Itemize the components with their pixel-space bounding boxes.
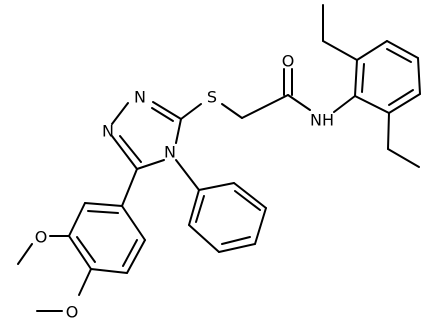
bond-ar3-b: [68, 202, 86, 237]
bond-co-nh: [287, 94, 311, 111]
bond-ar2-c-inner: [386, 48, 412, 63]
atom-n-ring-1: N: [134, 88, 146, 107]
bond-ar2-f: [354, 95, 390, 114]
bond-c5-s: [180, 103, 202, 120]
bond-ph-a: [198, 182, 235, 191]
bond-ethyl1-a: [322, 40, 358, 61]
atom-o-methoxy-2: O: [66, 303, 79, 322]
atom-labels: O NH S N N N O O: [35, 52, 334, 322]
bond-ar3-a-inner: [87, 210, 119, 214]
bond-tz-c5-n1: [152, 101, 182, 120]
bond-ar3-e-inner: [122, 239, 138, 267]
bond-s-ch2: [221, 103, 243, 119]
bond-ph-c: [254, 207, 267, 245]
bond-ome2-o: [78, 268, 92, 296]
atom-n-ring-2: N: [102, 122, 114, 141]
bond-ar3-f: [121, 205, 146, 241]
bond-ar2-b: [356, 40, 388, 61]
bond-tz-n2-c3-inner: [119, 135, 142, 163]
bond-n4-ph: [175, 159, 200, 191]
bond-ar2-e: [388, 93, 421, 114]
atom-o-methoxy-1: O: [35, 228, 48, 247]
atom-n-ring-4: N: [164, 143, 176, 162]
bond-tz-n2-c3: [111, 135, 138, 170]
bond-ar2-e-inner: [388, 89, 414, 106]
bond-ph-b-inner: [234, 190, 261, 211]
bond-ethyl2-b: [387, 148, 420, 168]
bond-c3-ar3: [121, 168, 138, 207]
bond-ar3-d: [90, 268, 128, 274]
bond-ethyl2-a: [387, 112, 390, 150]
bond-ar2-c: [386, 40, 419, 59]
atom-n-amide: NH: [310, 111, 334, 130]
bond-ph-f-inner: [195, 195, 205, 223]
bond-tz-n1-n2: [111, 102, 129, 125]
bond-ch2-co: [241, 94, 289, 119]
bond-ph-d: [218, 243, 256, 253]
bond-ar3-e: [126, 239, 146, 274]
bond-ar3-a: [84, 202, 123, 207]
bond-tz-n4-c5: [175, 118, 182, 144]
bond-ar3-c-inner: [76, 236, 96, 263]
bond-tz-c3-n4: [136, 159, 165, 170]
bond-ph-f: [188, 189, 200, 226]
bond-ome1-me: [17, 243, 33, 265]
bond-tz-c5-n1-inner: [151, 107, 174, 122]
bond-ar3-c: [68, 235, 92, 270]
bond-ar2-a-inner: [361, 63, 365, 93]
bond-ph-e: [188, 224, 220, 253]
atom-o-carbonyl: O: [282, 52, 295, 71]
bond-set: [17, 4, 421, 312]
bond-nh-aryl: [333, 95, 356, 113]
atom-s-thioether: S: [207, 88, 217, 107]
bond-ar2-a: [354, 59, 358, 97]
bond-ph-b: [233, 182, 267, 209]
bond-ar2-d: [417, 57, 421, 95]
bond-ph-d-inner: [221, 236, 251, 245]
